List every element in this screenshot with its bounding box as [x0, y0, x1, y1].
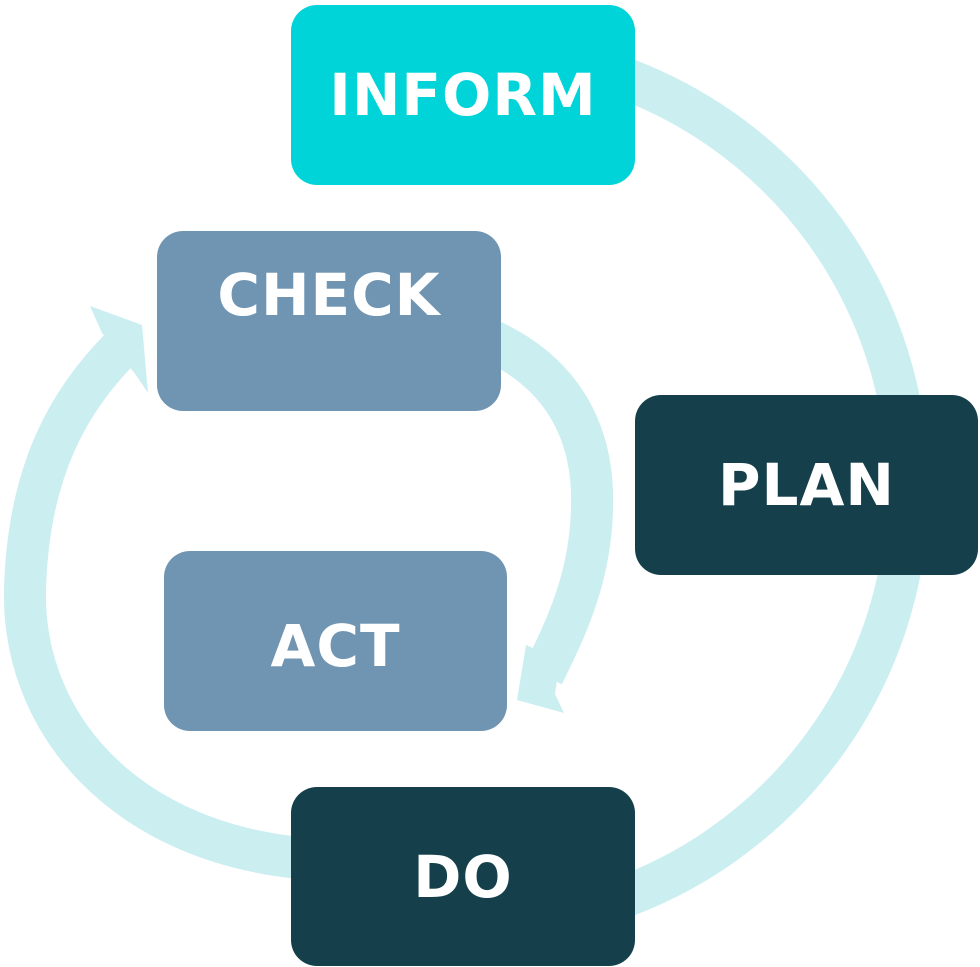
step-act-label: ACT	[270, 612, 401, 680]
step-do-label: DO	[413, 842, 513, 911]
step-plan-label: PLAN	[718, 451, 895, 519]
step-plan: PLAN	[635, 395, 978, 575]
arrow-do-to-check	[3, 335, 303, 879]
arrowhead-check	[90, 306, 148, 393]
step-inform: INFORM	[291, 5, 635, 185]
step-do: DO	[291, 787, 635, 966]
step-act: ACT	[164, 551, 507, 731]
arrowhead-act	[517, 645, 564, 713]
arrow-check-to-act	[480, 320, 614, 685]
step-check: CHECK	[157, 231, 501, 411]
step-check-label: CHECK	[217, 261, 441, 329]
step-inform-label: INFORM	[329, 61, 597, 129]
